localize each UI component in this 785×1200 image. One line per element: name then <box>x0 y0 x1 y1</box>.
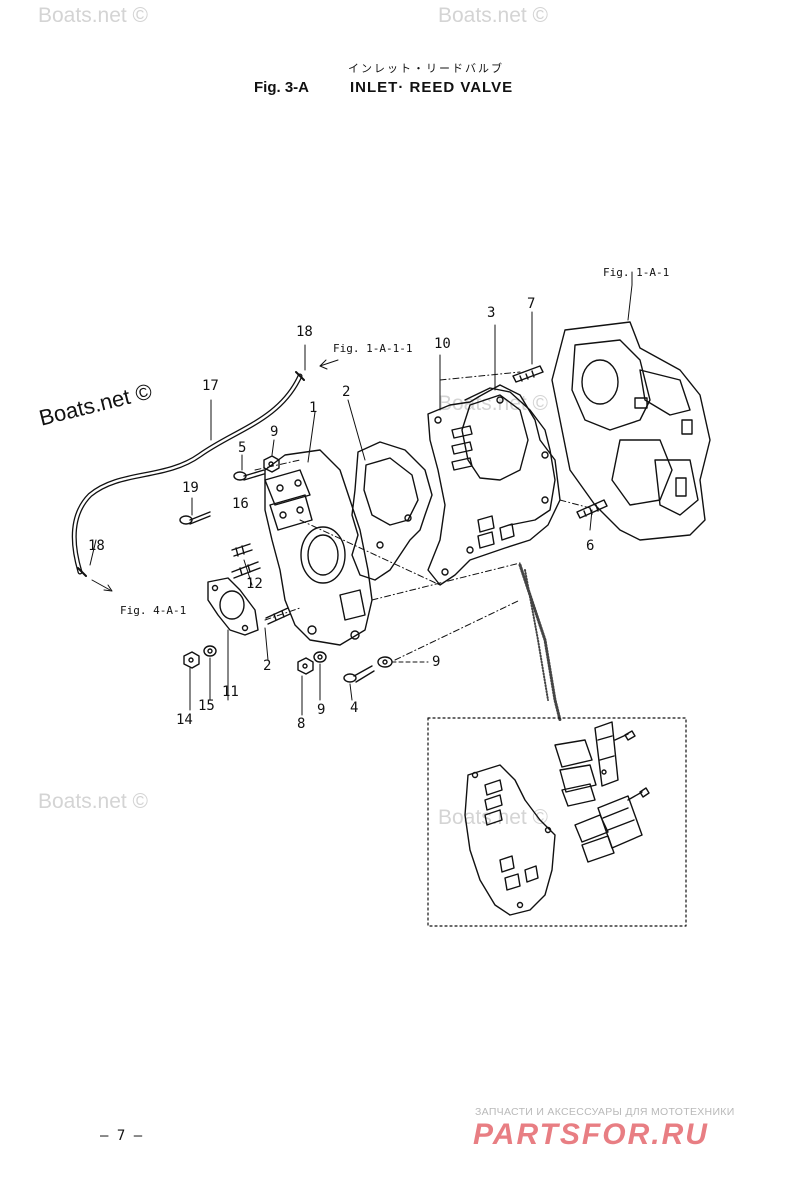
callout-4: 4 <box>350 700 359 716</box>
figure-label: Fig. 3-A <box>254 79 309 96</box>
callout-14: 14 <box>176 712 193 728</box>
japanese-title: インレット・リードバルブ <box>348 62 504 75</box>
bolt-19 <box>179 511 211 525</box>
nut-14 <box>183 651 200 669</box>
washer-9-right <box>377 656 393 668</box>
callout-11: 11 <box>222 684 239 700</box>
nut-8 <box>297 657 314 675</box>
gasket-2 <box>351 441 433 581</box>
callout-7: 7 <box>527 296 536 312</box>
callout-1: 1 <box>309 400 318 416</box>
promo-tagline: ЗАПЧАСТИ И АКСЕССУАРЫ ДЛЯ МОТОТЕХНИКИ <box>475 1106 735 1118</box>
callout-17: 17 <box>202 378 219 394</box>
ref-fig-1a11: Fig. 1-A-1-1 <box>333 342 413 355</box>
callout-2-gasket: 2 <box>342 384 351 400</box>
promo-logo: PARTSFOR.RU <box>473 1118 709 1151</box>
stud-bolt-6 <box>576 499 608 519</box>
hose-17 <box>71 373 303 575</box>
stud-bolt-7 <box>512 365 544 383</box>
watermark-mid-right: Boats.net © <box>438 392 549 415</box>
callout-8: 8 <box>297 716 306 732</box>
cylinder-block <box>551 321 711 541</box>
callout-3: 3 <box>487 305 496 321</box>
bolt-5 <box>233 469 265 481</box>
callout-6: 6 <box>586 538 595 554</box>
callout-19: 19 <box>182 480 199 496</box>
reed-valve-plate-10 <box>427 384 561 586</box>
stud-bolt-12 <box>265 607 291 625</box>
callout-2-stud: 2 <box>263 658 272 674</box>
callout-15: 15 <box>198 698 215 714</box>
callout-18-top: 18 <box>296 324 313 340</box>
callout-10: 10 <box>434 336 451 352</box>
watermark-top-right: Boats.net © <box>438 4 549 27</box>
diagram-title: INLET· REED VALVE <box>350 79 514 96</box>
callout-12: 12 <box>246 576 263 592</box>
washer-9-lower <box>313 651 327 663</box>
callout-18-bottom: 18 <box>88 538 105 554</box>
ref-fig-1a1: Fig. 1-A-1 <box>603 266 670 279</box>
callout-9-lower: 9 <box>317 702 326 718</box>
watermark-bottom-left: Boats.net © <box>38 790 149 813</box>
callout-5: 5 <box>238 440 247 456</box>
bolt-4 <box>343 665 375 683</box>
gasket-11 <box>207 577 259 636</box>
page-number: – 7 – <box>100 1128 143 1144</box>
washer-15 <box>203 645 217 657</box>
gasket-3 <box>464 387 556 526</box>
watermark-top-left: Boats.net © <box>38 4 149 27</box>
inlet-manifold-1 <box>264 449 373 646</box>
callout-9-right: 9 <box>432 654 441 670</box>
detail-inset <box>427 717 687 927</box>
callout-16: 16 <box>232 496 249 512</box>
ref-fig-4a1: Fig. 4-A-1 <box>120 604 187 617</box>
callout-9-top: 9 <box>270 424 279 440</box>
fitting-16 <box>231 543 261 579</box>
nut-9-top <box>263 455 280 473</box>
